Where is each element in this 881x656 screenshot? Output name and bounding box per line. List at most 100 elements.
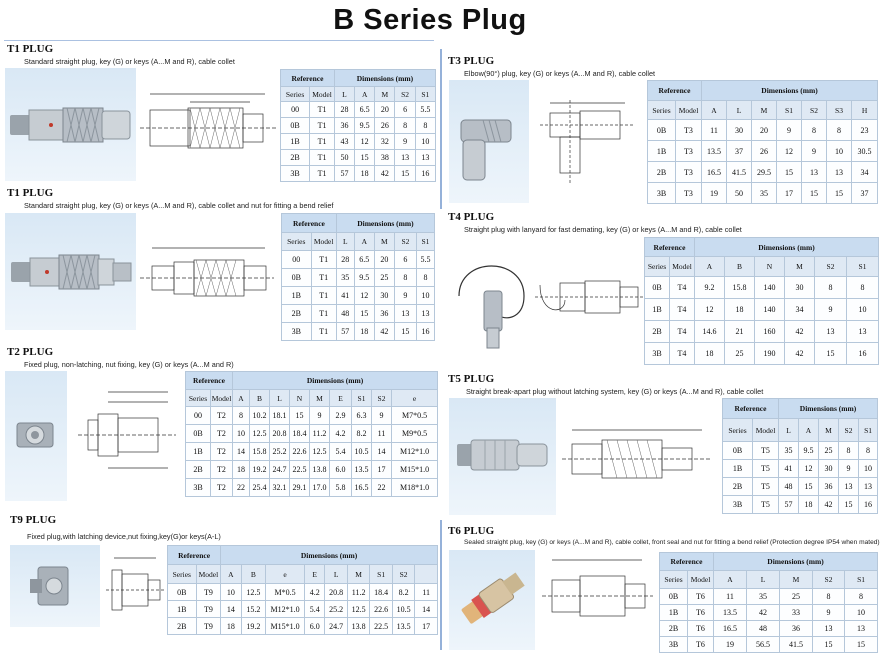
table-cell: 4.2 [303, 583, 326, 601]
table-cell: 8 [846, 276, 879, 299]
table-cell: 2B [647, 161, 676, 183]
table-cell: T2 [210, 442, 233, 461]
table-cell: 13.8 [309, 460, 330, 479]
table-cell: 18 [220, 617, 242, 635]
table-cell: 21 [724, 320, 755, 343]
table-cell: 32 [374, 133, 396, 150]
table-cell: N [754, 256, 785, 277]
table-cell: Series [279, 86, 311, 102]
table-cell: 9.2 [694, 276, 725, 299]
divider [440, 520, 442, 650]
table-cell: 3B [644, 342, 670, 365]
table-cell: L [778, 418, 799, 442]
table-cell: T1 [310, 322, 337, 341]
table-cell: Model [675, 100, 702, 120]
connector-photo [449, 550, 535, 650]
table-cell: S1 [414, 86, 437, 102]
table-cell: 36 [333, 117, 356, 134]
table-cell: 190 [754, 342, 785, 365]
table-cell: L [269, 389, 290, 407]
table-cell: 29.5 [751, 161, 777, 183]
table-cell: 8 [394, 117, 416, 134]
connector-photo [5, 213, 136, 330]
panel-description: Fixed plug,with latching device,nut fixi… [27, 532, 221, 541]
connector-photo [449, 398, 556, 515]
table-cell: 15 [776, 161, 802, 183]
table-cell: 140 [754, 276, 785, 299]
table-cell: S2 [814, 256, 847, 277]
table-cell: 13 [415, 304, 436, 323]
table-cell: M7*0.5 [390, 406, 439, 425]
table-cell: 5.5 [414, 101, 437, 118]
table-cell: T3 [675, 140, 702, 162]
connector-photo [5, 68, 136, 181]
table-cell: 13 [414, 149, 437, 166]
table-cell: E [329, 389, 352, 407]
table-cell: S1 [369, 564, 393, 584]
table-cell: M [373, 232, 395, 251]
connector-photo [10, 545, 100, 627]
table-cell: 57 [335, 322, 355, 341]
table-cell: T3 [675, 119, 702, 141]
table-cell: 3B [647, 182, 676, 204]
table-cell: 30 [784, 276, 815, 299]
table-cell: 13.5 [713, 604, 747, 621]
table-cell: 3B [722, 495, 753, 514]
table-cell: T2 [210, 406, 233, 425]
connector-photo [449, 80, 529, 203]
table-cell: L [746, 570, 780, 589]
table-cell: A [232, 389, 250, 407]
table-cell: 16 [857, 495, 879, 514]
table-cell: 15.8 [249, 442, 270, 461]
table-cell: 8 [843, 588, 879, 605]
table-cell: 33 [779, 604, 813, 621]
table-cell: 1B [185, 442, 211, 461]
table-cell: 10 [414, 133, 437, 150]
table-cell: Model [309, 86, 335, 102]
table-cell: 1B [167, 600, 197, 618]
table-cell: 10 [826, 140, 852, 162]
table-cell: A [220, 564, 242, 584]
table-cell: 26 [751, 140, 777, 162]
table-cell: Reference [166, 545, 222, 565]
table-cell: 18 [354, 165, 376, 182]
table-cell: e [265, 564, 305, 584]
table-cell: Reference [281, 213, 337, 233]
technical-drawing [530, 95, 645, 190]
table-cell: 15 [798, 477, 819, 496]
table-cell: 35 [778, 441, 799, 460]
table-cell: Series [647, 100, 676, 120]
table-cell: 10.2 [249, 406, 270, 425]
table-cell: 10 [220, 583, 242, 601]
table-cell: 6.0 [303, 617, 326, 635]
technical-drawing [140, 238, 276, 318]
table-cell: 15 [393, 322, 417, 341]
table-cell: 15.8 [724, 276, 755, 299]
table-cell: Model [752, 418, 779, 442]
table-cell: T1 [310, 286, 337, 305]
table-cell: Reference [185, 371, 233, 390]
table-cell: 13.8 [346, 617, 371, 635]
table-cell: A [701, 100, 727, 120]
table-cell: Series [185, 389, 211, 407]
table-cell: 25.2 [269, 442, 290, 461]
table-cell: Reference [280, 69, 335, 87]
table-cell: E [303, 564, 326, 584]
table-cell: 8 [414, 117, 437, 134]
panel-title: T6 PLUG [448, 525, 495, 537]
